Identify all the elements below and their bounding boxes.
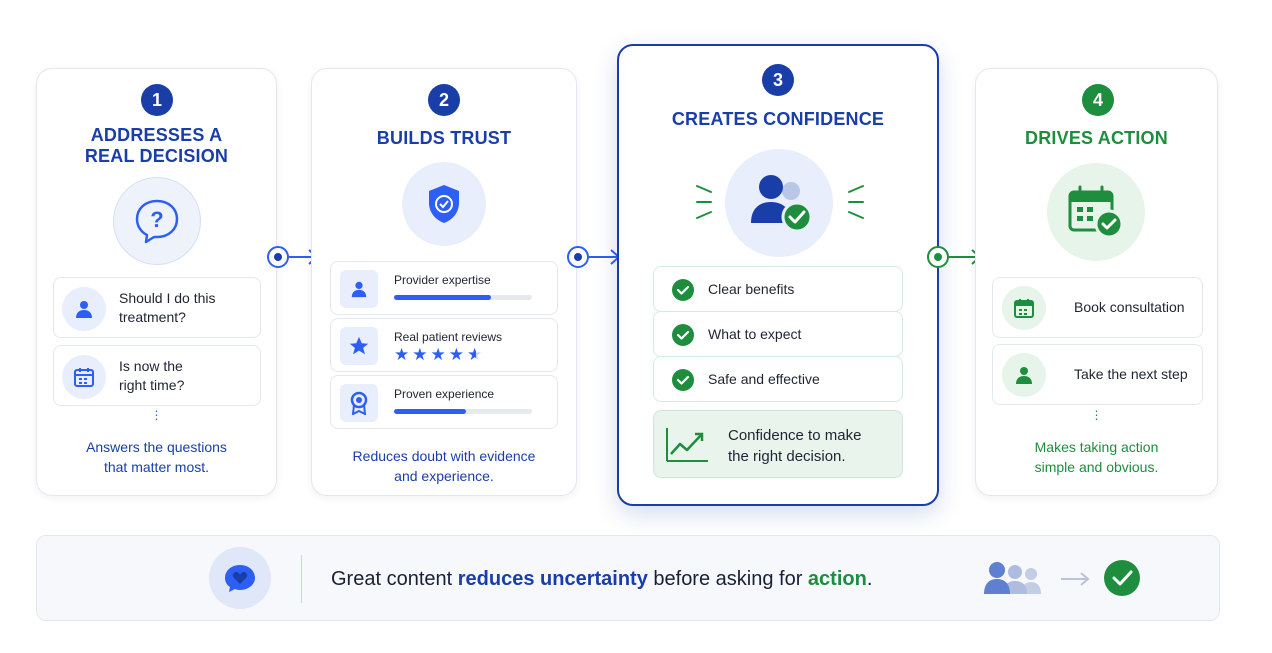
trust-label: Provider expertise	[394, 273, 491, 287]
person-icon	[1002, 353, 1046, 397]
calendar-check-icon	[1047, 163, 1145, 261]
check-circle-icon	[1104, 560, 1140, 596]
step-caption: Reduces doubt with evidence and experien…	[352, 448, 536, 484]
benefit-row-3: Safe and effective	[653, 356, 903, 402]
step-card-2: 2 BUILDS TRUST Provider expertise Real p…	[311, 68, 577, 496]
sparkle-lines-left	[696, 185, 712, 219]
check-circle-icon	[672, 324, 694, 346]
person-icon	[340, 270, 378, 308]
confidence-highlight: Confidence to make the right decision.	[653, 410, 903, 478]
confidence-text: Confidence to make the right decision.	[728, 427, 862, 465]
rating-stars: ★★★★★	[394, 345, 486, 364]
svg-text:?: ?	[150, 207, 163, 232]
trend-up-icon	[666, 428, 708, 462]
calendar-icon	[62, 355, 106, 399]
benefit-label: What to expect	[708, 326, 802, 342]
step-card-1: 1 ADDRESSES A REAL DECISION ? Should I d…	[36, 68, 277, 496]
experience-bar	[394, 409, 532, 414]
step-card-4: 4 DRIVES ACTION Book consultation Take t…	[975, 68, 1218, 496]
step-number-badge: 4	[1082, 84, 1114, 116]
question-row-1: Should I do this treatment?	[53, 277, 261, 338]
check-circle-icon	[672, 279, 694, 301]
benefit-label: Clear benefits	[708, 281, 795, 297]
question-bubble-icon: ?	[113, 177, 201, 265]
question-row-2: Is now the right time?	[53, 345, 261, 406]
trust-label: Real patient reviews	[394, 330, 503, 344]
sparkle-lines-right	[848, 185, 864, 219]
benefit-label: Safe and effective	[708, 371, 820, 387]
benefit-row-2: What to expect	[653, 311, 903, 357]
trust-label: Proven experience	[394, 387, 495, 401]
step-caption: Makes taking action simple and obvious.	[1034, 439, 1159, 475]
step-caption: Answers the questions that matter most.	[86, 439, 227, 475]
star-icon	[340, 327, 378, 365]
heart-chat-icon	[209, 547, 271, 609]
step-title-line-2: REAL DECISION	[84, 146, 229, 166]
step-title: CREATES CONFIDENCE	[671, 109, 885, 129]
trust-row-2: Real patient reviews ★★★★★	[330, 318, 558, 372]
summary-banner: Great content reduces uncertainty before…	[36, 535, 1220, 621]
calendar-icon	[1002, 286, 1046, 330]
action-row-1[interactable]: Book consultation	[992, 277, 1203, 338]
question-text: Is now the right time?	[119, 358, 185, 393]
step-title: DRIVES ACTION	[1025, 128, 1168, 148]
step-number-badge: 2	[428, 84, 460, 116]
step-card-3: 3 CREATES CONFIDENCE Clear benefits What…	[617, 44, 939, 506]
trust-row-3: Proven experience	[330, 375, 558, 429]
person-icon	[62, 287, 106, 331]
users-group-icon	[984, 562, 1041, 594]
vertical-dots: ⋮	[150, 408, 163, 422]
arrow-right-icon	[1061, 572, 1090, 586]
benefit-row-1: Clear benefits	[653, 266, 903, 312]
question-text: Should I do this treatment?	[119, 290, 216, 325]
users-check-icon	[725, 149, 833, 257]
banner-message: Great content reduces uncertainty before…	[331, 568, 873, 590]
vertical-dots: ⋮	[1090, 408, 1103, 422]
shield-check-icon	[402, 162, 486, 246]
step-number-badge: 3	[762, 64, 794, 96]
arrow-connector-2	[567, 246, 621, 268]
action-label: Book consultation	[1074, 299, 1185, 315]
step-title-line-1: ADDRESSES A	[90, 125, 223, 145]
check-circle-icon	[672, 369, 694, 391]
action-row-2[interactable]: Take the next step	[992, 344, 1203, 405]
step-title: ADDRESSES A REAL DECISION	[37, 125, 276, 167]
banner-divider	[301, 555, 302, 603]
arrow-connector-3	[927, 246, 982, 268]
step-title: BUILDS TRUST	[376, 128, 512, 148]
award-ribbon-icon	[340, 384, 378, 422]
action-label: Take the next step	[1074, 366, 1188, 382]
expertise-bar	[394, 295, 532, 300]
step-number-badge: 1	[141, 84, 173, 116]
trust-row-1: Provider expertise	[330, 261, 558, 315]
